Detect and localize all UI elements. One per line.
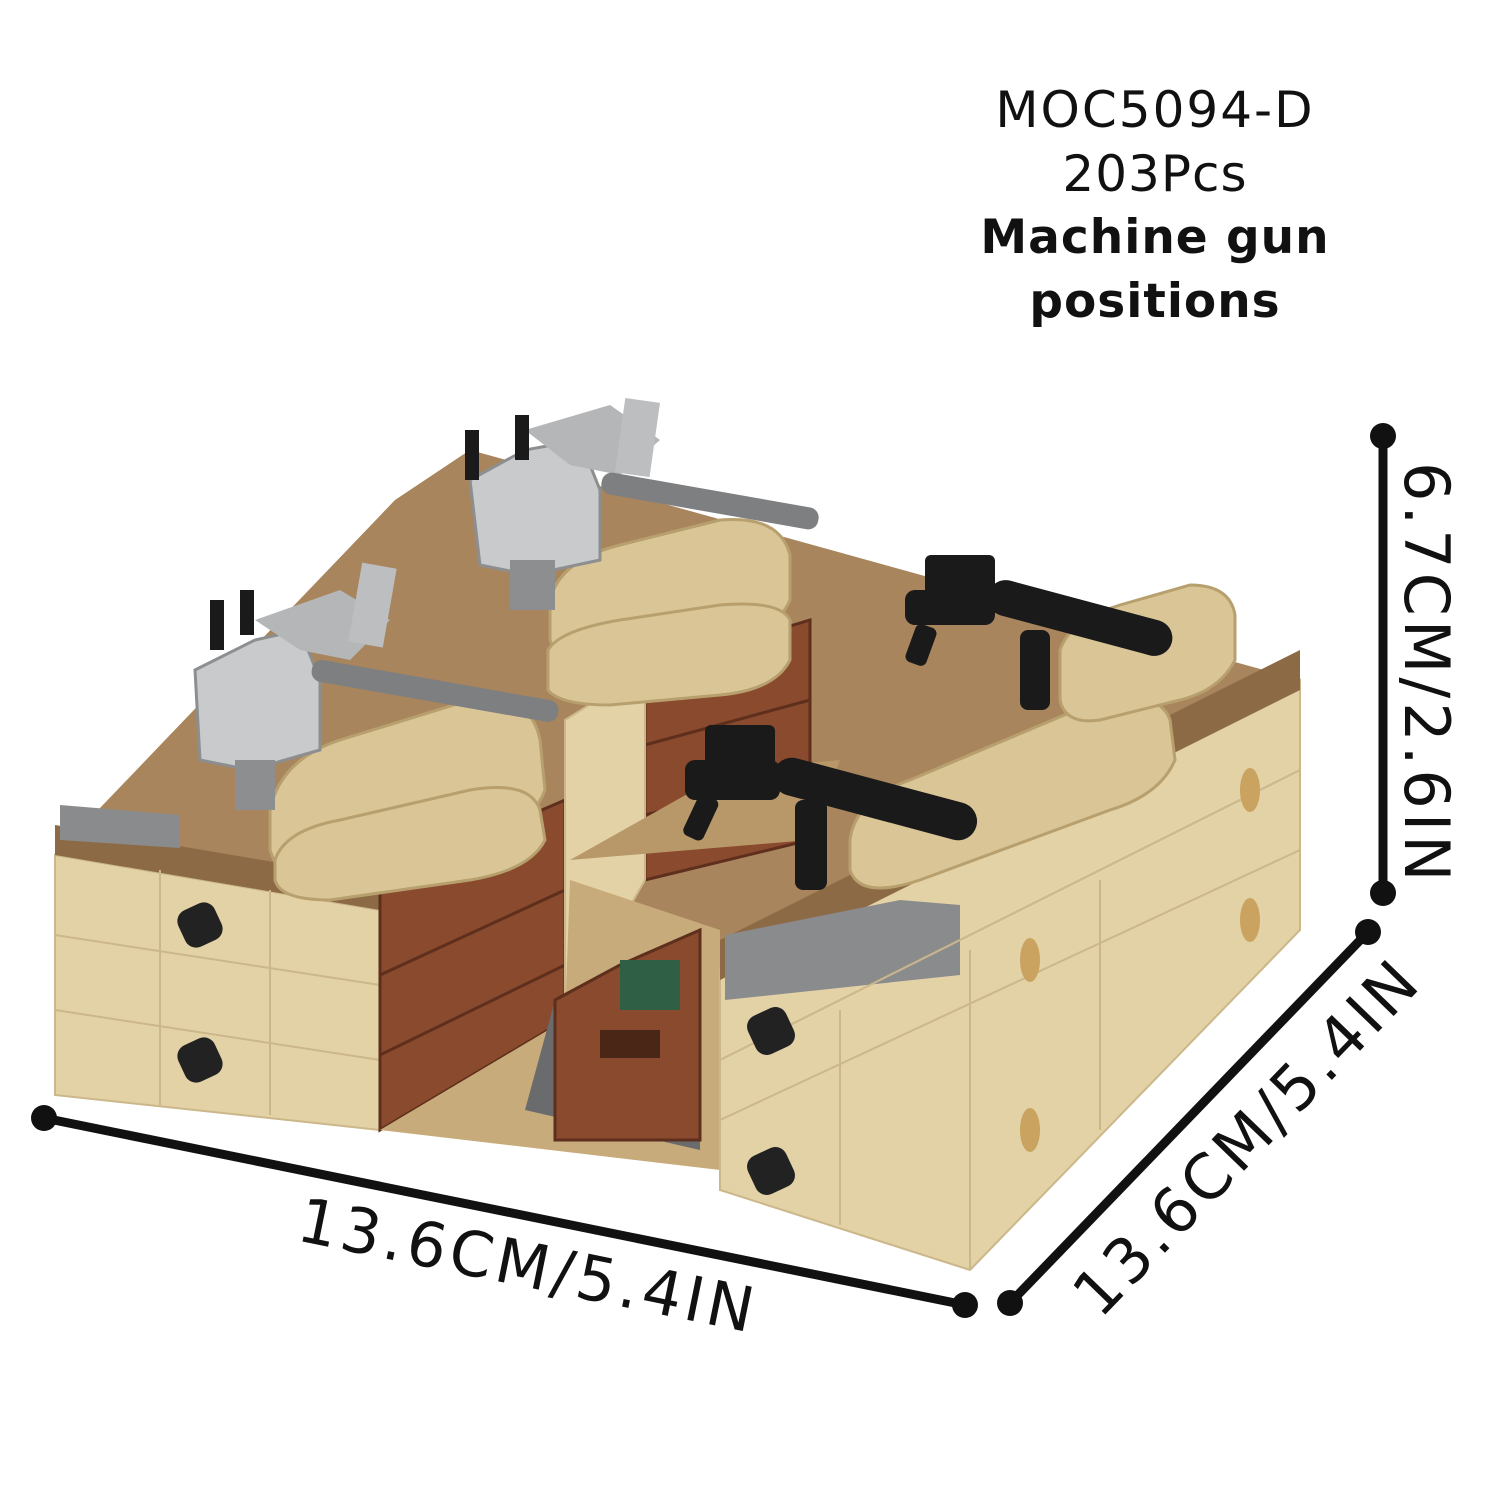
ammo-crate xyxy=(525,927,702,1150)
piece-count: 203Pcs xyxy=(1062,145,1248,203)
width-dimension-label: 13.6CM/5.4IN xyxy=(292,1183,764,1348)
heavy-machine-gun-back xyxy=(465,397,819,610)
brick-model xyxy=(54,397,1301,1272)
right-wall-pins xyxy=(747,1007,795,1195)
height-dimension-label: 6.7CM/2.6IN xyxy=(1390,462,1463,886)
dimension-lines xyxy=(31,423,1396,1318)
gray-plate-right xyxy=(725,900,960,1000)
light-machine-gun-right-upper xyxy=(905,555,1173,710)
product-title-block: MOC5094-D 203Pcs Machine gun positions xyxy=(850,78,1460,334)
product-name: Machine gun positions xyxy=(980,210,1330,329)
left-wall-pins xyxy=(177,902,223,1083)
heavy-machine-gun-left xyxy=(193,562,559,810)
model-number: MOC5094-D xyxy=(995,81,1315,139)
sandbags-left xyxy=(268,696,547,902)
light-machine-gun-right-lower xyxy=(683,725,978,890)
